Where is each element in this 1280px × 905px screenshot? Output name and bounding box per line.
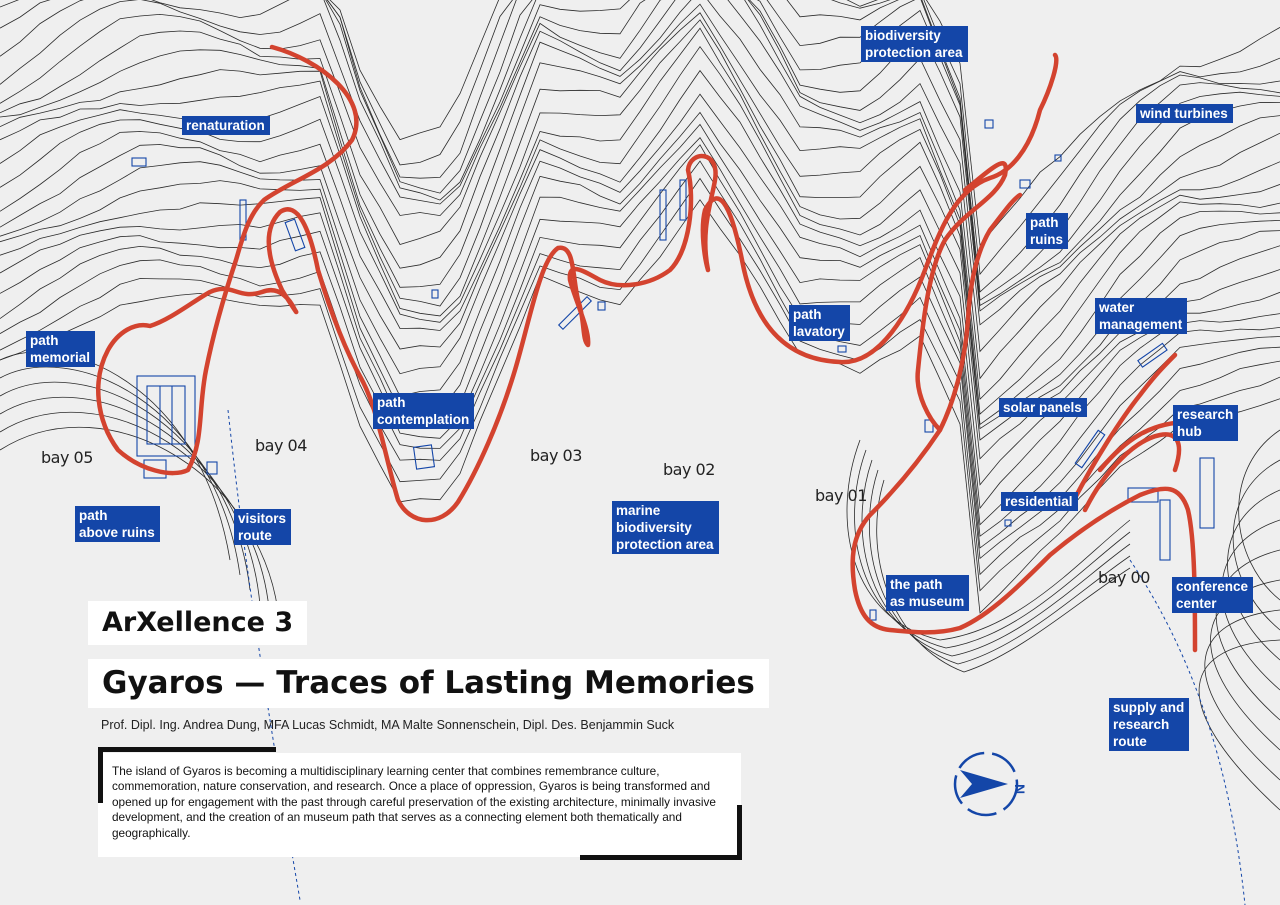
- contour-line: [0, 0, 1280, 293]
- label-path-above-ruins: path above ruins: [75, 506, 160, 542]
- contour-line: [0, 0, 1280, 380]
- contour-lines: [0, 0, 1280, 811]
- contour-line: [0, 411, 271, 621]
- bay-02-label: bay 02: [663, 460, 715, 479]
- north-letter: N: [1012, 784, 1028, 794]
- contour-line: [326, 0, 1280, 276]
- bay-05-label: bay 05: [41, 448, 93, 467]
- contour-line: [0, 426, 281, 636]
- contour-line: [0, 177, 1280, 592]
- bracket-left: [98, 747, 103, 803]
- bay-01-label: bay 01: [815, 486, 867, 505]
- contour-line: [0, 199, 1280, 614]
- buildings: [131, 119, 1215, 621]
- museum-path: [96, 44, 1198, 653]
- description-box: The island of Gyaros is becoming a multi…: [98, 753, 741, 857]
- routes-dashed: [227, 409, 1246, 905]
- museum-path-loop-east: [915, 161, 1023, 433]
- bracket-right: [737, 805, 742, 859]
- contour-line: [0, 19, 1280, 430]
- museum-path-south: [850, 427, 1198, 653]
- bay-04-label: bay 04: [255, 436, 307, 455]
- north-arrow-icon: N: [953, 751, 1028, 817]
- label-research-hub: research hub: [1173, 405, 1239, 441]
- label-biodiversity-protection-area: biodiversity protection area: [861, 26, 968, 62]
- museum-path-main: [96, 44, 1059, 523]
- contour-line: [1232, 459, 1280, 631]
- label-water-management: water management: [1095, 298, 1188, 334]
- supply-route-line: [1129, 559, 1246, 905]
- contour-line: [0, 0, 1280, 326]
- contour-line: [854, 449, 1131, 649]
- label-path-lavatory: path lavatory: [789, 305, 850, 341]
- contour-line: [0, 0, 1280, 400]
- label-path-memorial: path memorial: [26, 331, 96, 367]
- contour-line: [868, 469, 1131, 665]
- bracket-bottom: [580, 855, 742, 860]
- bay-00-label: bay 00: [1098, 568, 1150, 587]
- label-path-ruins: path ruins: [1026, 213, 1069, 249]
- contour-line: [0, 27, 1280, 441]
- contour-line: [861, 459, 1131, 657]
- contour-line: [1227, 489, 1280, 661]
- label-marine-biodiversity-protection-area: marine biodiversity protection area: [612, 501, 719, 554]
- contour-line: [0, 144, 1280, 560]
- label-the-path-as-museum: the path as museum: [886, 575, 970, 611]
- contour-line: [0, 0, 1280, 312]
- contour-line: [0, 12, 1280, 426]
- contour-line: [1215, 549, 1280, 721]
- contour-line: [0, 0, 1280, 307]
- contour-line: [1238, 429, 1280, 601]
- contour-line: [0, 3, 1280, 415]
- poster-title: ArXellence 3: [88, 601, 308, 645]
- label-path-contemplation: path contemplation: [373, 393, 475, 429]
- label-supply-and-research-route: supply and research route: [1109, 698, 1190, 751]
- authors-line: Prof. Dipl. Ing. Andrea Dung, MFA Lucas …: [101, 718, 675, 732]
- contour-line: [846, 439, 1131, 641]
- contour-line: [0, 46, 1280, 460]
- contour-line: [329, 0, 1280, 246]
- description-text: The island of Gyaros is becoming a multi…: [112, 764, 716, 840]
- memorial-compound: [136, 375, 196, 457]
- label-wind-turbines: wind turbines: [1136, 104, 1233, 123]
- label-visitors-route: visitors route: [234, 509, 292, 545]
- poster-subtitle: Gyaros — Traces of Lasting Memories: [88, 659, 769, 708]
- contour-line: [0, 396, 261, 606]
- contour-line: [0, 111, 1280, 526]
- label-conference-center: conference center: [1172, 577, 1254, 613]
- contour-line: [1204, 609, 1280, 781]
- contour-line: [0, 69, 1280, 486]
- label-renaturation: renaturation: [182, 116, 270, 135]
- contour-line: [0, 381, 251, 591]
- label-solar-panels: solar panels: [999, 398, 1087, 417]
- bay-03-label: bay 03: [530, 446, 582, 465]
- label-residential: residential: [1001, 492, 1078, 511]
- contour-line: [0, 137, 1280, 549]
- bracket-top: [98, 747, 276, 752]
- contour-line: [1198, 639, 1280, 811]
- contour-line: [0, 0, 1280, 353]
- memorial-compound-inner: [146, 385, 186, 445]
- contour-line: [0, 123, 1280, 537]
- contour-line: [876, 479, 1131, 673]
